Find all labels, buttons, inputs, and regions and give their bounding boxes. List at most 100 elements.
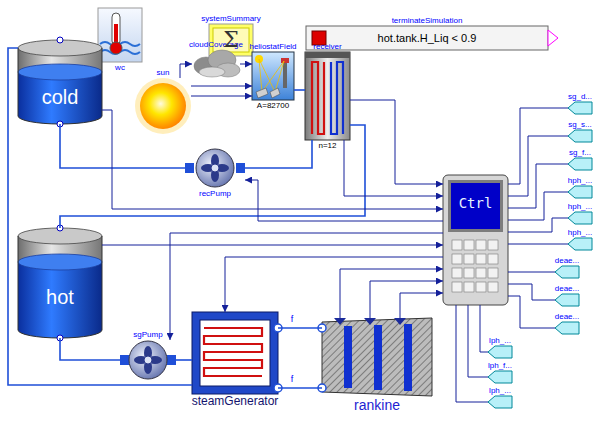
heliostat-field: heliostatFieldA=82700 xyxy=(252,52,294,100)
signal-line xyxy=(102,245,443,246)
component-label: lph_f... xyxy=(488,361,512,370)
steam-generator-icon-part xyxy=(200,320,270,386)
bus-connector-icons-part xyxy=(488,346,512,358)
hot-tank: hot xyxy=(18,228,102,338)
hot-tank-icon xyxy=(18,225,102,341)
sun-icon-part xyxy=(135,78,191,134)
terminate-icon-part xyxy=(548,30,558,46)
cold-tank-icon-part xyxy=(18,48,102,124)
component-label: recPump xyxy=(199,189,231,198)
pipe-line xyxy=(60,338,120,360)
bus-connector-icons-part xyxy=(555,322,579,334)
pump-icon-part xyxy=(211,164,219,172)
component-label: receiver xyxy=(313,42,341,51)
controller-icon-part xyxy=(448,180,503,232)
receiver-block: receivern=12 xyxy=(305,52,350,140)
component-label: systemSummary xyxy=(201,14,261,23)
pump-icon-part xyxy=(129,341,167,379)
hot-tank-icon-part xyxy=(18,262,102,330)
bus-connector-icons-part xyxy=(488,371,512,383)
turbine-icon-part xyxy=(394,318,406,325)
turbine-icon-part xyxy=(322,318,432,396)
pump-icon xyxy=(185,149,245,187)
bus-connector-icons-part xyxy=(555,266,579,278)
component-label: terminateSimulation xyxy=(392,16,463,25)
component-label: hph_... xyxy=(568,228,592,237)
signal-line xyxy=(180,64,192,78)
component-label: sg_d... xyxy=(568,92,592,101)
weather-icon-part xyxy=(98,8,142,62)
signal-line xyxy=(225,257,443,312)
signal-line xyxy=(508,164,568,208)
turbine-icon-part xyxy=(374,325,382,390)
component-label: sgPump xyxy=(133,330,162,339)
bus-connector: sg_f... xyxy=(568,158,592,170)
bus-connector-icons-part xyxy=(568,102,592,114)
steam-generator: steamGenerator xyxy=(192,312,278,394)
component-label: rankine xyxy=(354,397,400,413)
signal-line xyxy=(456,305,488,402)
signal-line xyxy=(370,281,443,318)
sun-icon xyxy=(135,78,191,134)
signal-line xyxy=(508,108,568,184)
pipe-line xyxy=(60,125,365,228)
receiver-icon-part xyxy=(305,52,350,58)
bus-connector: sg_d... xyxy=(568,102,592,114)
component-label: steamGenerator xyxy=(192,395,279,409)
bus-connector-icons-part xyxy=(568,158,592,170)
heliostat-icon-part xyxy=(281,58,289,63)
signal-line xyxy=(191,96,252,97)
cloud-icon-part xyxy=(199,67,225,77)
signal-line xyxy=(240,64,252,65)
signal-line xyxy=(508,272,555,273)
pump-icon xyxy=(120,341,176,379)
signal-line xyxy=(102,110,443,209)
heliostat-icon-part xyxy=(252,52,294,100)
component-label: hph_... xyxy=(568,176,592,185)
signal-line xyxy=(508,218,568,232)
cold-tank-icon xyxy=(18,37,102,127)
terminate-icon xyxy=(306,26,558,50)
receiver-icon xyxy=(305,52,350,140)
pump-icon-part xyxy=(236,163,245,173)
controller-icon xyxy=(443,175,508,305)
turbine-icon-part xyxy=(334,318,346,325)
bus-connector-icons-part xyxy=(555,294,579,306)
condition-text: hot.tank.H_Liq < 0.9 xyxy=(378,32,477,45)
controller-label: Ctrl xyxy=(459,195,493,211)
steam-generator-icon xyxy=(192,312,282,394)
component-label: wc xyxy=(115,63,125,72)
hot-tank-icon-part xyxy=(18,236,102,338)
terminate-icon-part xyxy=(306,26,548,50)
pump-icon-part xyxy=(120,355,129,365)
pipe-line xyxy=(60,124,185,168)
signal-line xyxy=(170,233,443,340)
signal-line xyxy=(508,284,555,300)
signal-line xyxy=(508,136,568,196)
component-label: sun xyxy=(157,68,170,77)
bus-connector-icons-part xyxy=(568,212,592,224)
pipe-line xyxy=(278,327,322,329)
sum-symbol: Σ xyxy=(223,27,239,52)
terminate-block: terminateSimulationhot.tank.H_Liq < 0.9 xyxy=(306,26,548,50)
pump-symbol: recPump xyxy=(185,148,245,188)
signal-line xyxy=(508,296,555,328)
bus-connector-icons-part xyxy=(568,130,592,142)
component-label: lph_... xyxy=(489,386,511,395)
heliostat-icon-part xyxy=(259,59,284,92)
controller-icon-part xyxy=(451,183,500,229)
signal-line xyxy=(191,86,252,87)
tank-label: hot xyxy=(46,286,74,309)
component-label: sg_f... xyxy=(569,148,591,157)
connector-group xyxy=(8,48,568,402)
pump-icon-part xyxy=(144,356,152,364)
cold-tank: cold xyxy=(18,40,102,124)
bus-connector: lph_... xyxy=(488,396,512,408)
signal-line xyxy=(350,100,443,184)
pipe-line xyxy=(278,387,322,389)
turbine-icon-part xyxy=(364,318,376,325)
component-label: deae... xyxy=(555,284,579,293)
